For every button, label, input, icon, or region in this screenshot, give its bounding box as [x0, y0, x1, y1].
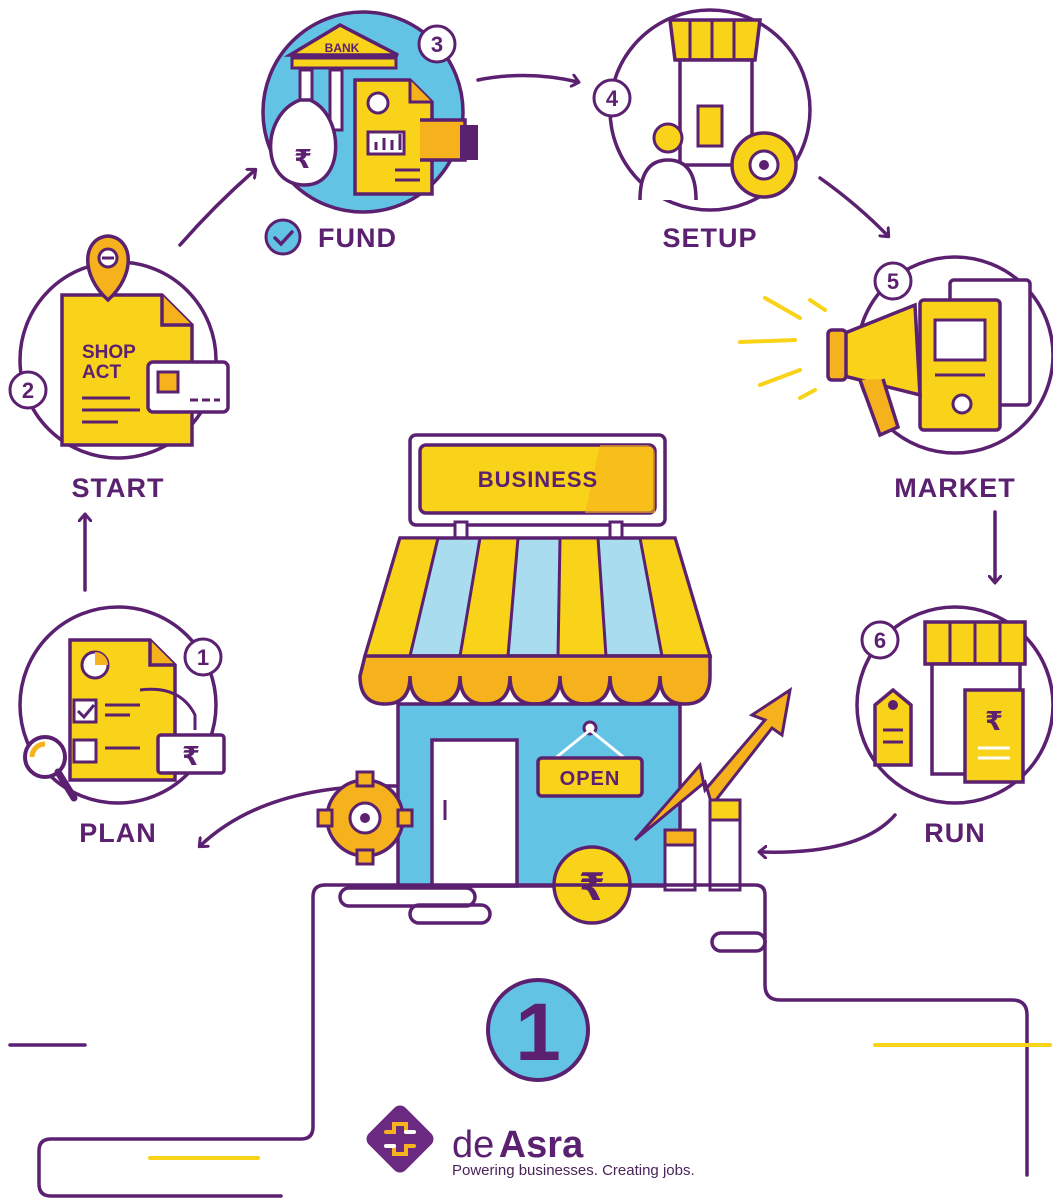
step-setup: 4 SETUP — [592, 8, 812, 253]
brand-prefix: de — [452, 1124, 495, 1166]
shop-act-text-2: ACT — [82, 362, 121, 383]
step-number-2: 2 — [22, 378, 34, 403]
business-sign-text: BUSINESS — [478, 467, 598, 492]
big-number-text: 1 — [515, 987, 561, 1078]
arrow-fund-to-setup — [476, 75, 578, 82]
check-circle-icon — [264, 218, 302, 256]
arrow-run-to-shop — [760, 813, 897, 852]
step-fund: BANK ₹ 3 FUND — [261, 10, 478, 256]
receipt-icon — [963, 688, 1025, 784]
shop-act-text-1: SHOP — [82, 342, 136, 363]
step-number-3: 3 — [431, 32, 443, 57]
step-market: 5 MARKET — [738, 255, 1053, 503]
fund-rupee-icon: ₹ — [294, 145, 312, 175]
arrow-setup-to-market — [818, 176, 888, 236]
step-label-setup: SETUP — [662, 223, 757, 253]
arrow-start-to-fund — [178, 170, 255, 247]
bank-label: BANK — [325, 41, 360, 55]
step-run: ₹ 6 RUN — [855, 605, 1053, 848]
step-label-plan: PLAN — [79, 818, 157, 848]
brand-main: Asra — [498, 1124, 584, 1166]
step-label-market: MARKET — [894, 473, 1016, 503]
step-number-5: 5 — [887, 269, 899, 294]
step-plan: ₹ 1 PLAN — [18, 605, 226, 848]
run-rupee-icon: ₹ — [985, 707, 1003, 737]
center-gear-icon — [316, 770, 414, 866]
coin-rupee-symbol: ₹ — [579, 865, 605, 909]
open-sign — [536, 756, 644, 798]
brand-tagline: Powering businesses. Creating jobs. — [452, 1162, 695, 1179]
step-start: SHOP ACT 2 START — [8, 234, 230, 503]
step-label-run: RUN — [924, 818, 986, 848]
growth-arrow — [633, 686, 793, 842]
step-number-1: 1 — [197, 645, 209, 670]
step-label-start: START — [72, 473, 165, 503]
platform-outline — [8, 883, 1029, 1198]
step-number-4: 4 — [606, 86, 619, 111]
step-number-6: 6 — [874, 628, 886, 653]
deasra-logo-icon — [366, 1105, 434, 1173]
step-label-fund: FUND — [318, 223, 397, 253]
open-sign-text: OPEN — [560, 768, 621, 790]
price-tag-icon — [873, 687, 913, 767]
big-number-badge: 1 — [486, 978, 590, 1082]
money-bag-icon — [268, 98, 338, 187]
plan-rupee-icon: ₹ — [182, 742, 200, 772]
center-storefront: BUSINESS OPEN — [316, 433, 793, 925]
brand-name: de Asra — [452, 1124, 583, 1167]
